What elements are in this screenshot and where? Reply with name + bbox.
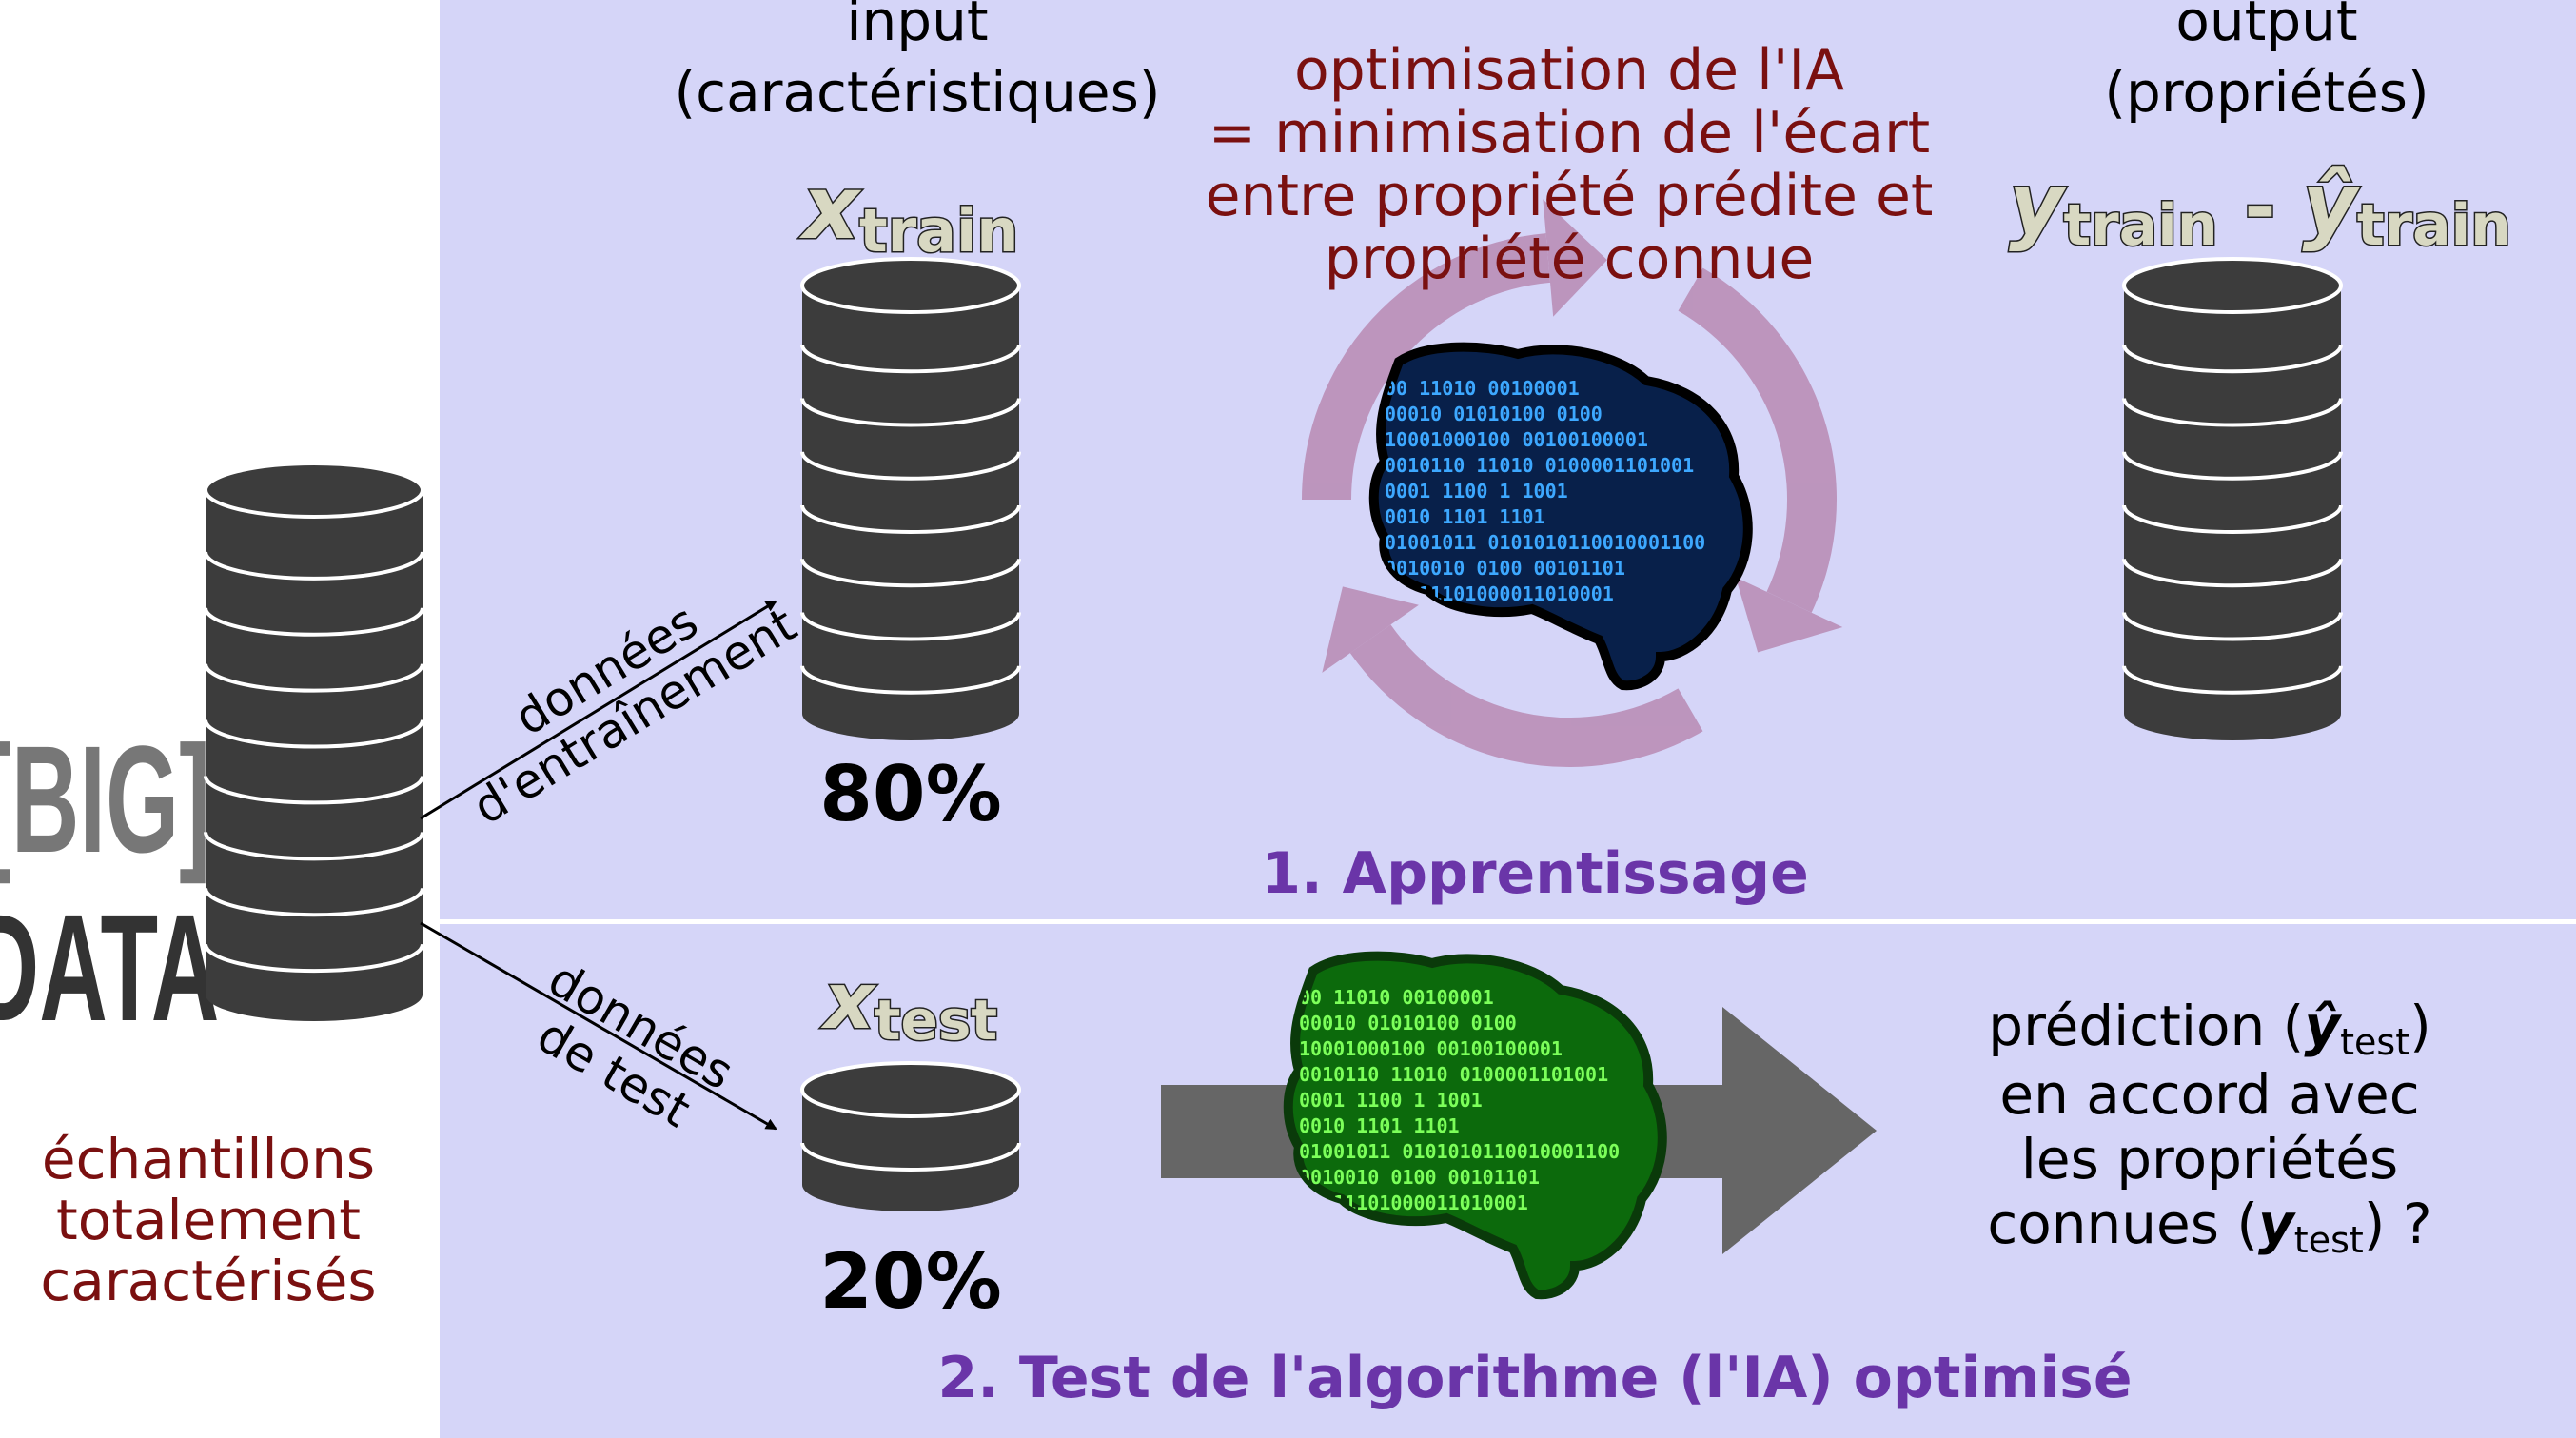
prediction-line3: les propriétés bbox=[2021, 1127, 2398, 1192]
prediction-line1: prédiction (ŷtest) bbox=[1988, 994, 2431, 1063]
input-header-line2: (caractéristiques) bbox=[675, 60, 1161, 125]
training-output-database-icon bbox=[2122, 257, 2343, 740]
optimization-cycle-icon bbox=[1302, 199, 1843, 767]
binary-digits-row: 01001011 0101010110010001100 bbox=[1385, 531, 1705, 554]
binary-digits-row: 0010 1101 1101 bbox=[1299, 1114, 1460, 1137]
test-percent: 20% bbox=[819, 1237, 1001, 1326]
test-database-icon bbox=[800, 1061, 1021, 1211]
optimisation-line4: propriété connue bbox=[1325, 226, 1815, 292]
samples-caption-line2: totalement bbox=[56, 1188, 361, 1252]
binary-digits-row: 01001011 0101010110010001100 bbox=[1299, 1140, 1620, 1163]
output-header-line2: (propriétés) bbox=[2104, 60, 2429, 125]
x-train-label: xtrain bbox=[799, 157, 1019, 266]
binary-digits-row: 0001 1100 1 1001 bbox=[1385, 480, 1568, 502]
input-header-line1: input bbox=[846, 0, 988, 53]
binary-digits-row: 00010 01010100 0100 bbox=[1299, 1012, 1517, 1034]
binary-digits-row: 10001000100 00100100001 bbox=[1299, 1037, 1563, 1060]
train-percent: 80% bbox=[819, 750, 1001, 838]
prediction-line2: en accord avec bbox=[1999, 1062, 2419, 1127]
samples-caption-line3: caractérisés bbox=[40, 1249, 376, 1313]
binary-digits-row: 0010110 11010 0100001101001 bbox=[1299, 1063, 1608, 1086]
prediction-line4: connues (ytest) ? bbox=[1987, 1192, 2431, 1261]
binary-digits-row: 10001000100 00100100001 bbox=[1385, 428, 1648, 451]
data-label: DATA bbox=[0, 883, 219, 1054]
output-header-line1: output bbox=[2175, 0, 2357, 53]
test-split-arrow bbox=[420, 921, 777, 1131]
panel-separator bbox=[440, 919, 2576, 924]
y-train-difference-label: ytrain - ŷtrain bbox=[2009, 155, 2511, 259]
big-data-database-icon bbox=[204, 462, 424, 1021]
big-label: [BIG] bbox=[0, 715, 210, 885]
binary-digits-row: 0010110 11010 0100001101001 bbox=[1385, 454, 1694, 477]
binary-digits-row: 00010 01010100 0100 bbox=[1385, 403, 1603, 425]
section-title-learning: 1. Apprentissage bbox=[1261, 840, 1809, 907]
x-test-label: xtest bbox=[820, 956, 997, 1053]
binary-digits-row: 0010010 0100 00101101 bbox=[1299, 1166, 1540, 1189]
section-title-test: 2. Test de l'algorithme (l'IA) optimisé bbox=[937, 1345, 2132, 1411]
binary-digits-row: 00 11010 00100001 bbox=[1385, 377, 1580, 400]
training-input-database-icon bbox=[800, 257, 1021, 740]
ai-brain-icon-test: 00 11010 00100001 00010 01010100 0100 1000… bbox=[1283, 951, 1667, 1300]
optimisation-line2: = minimisation de l'écart bbox=[1209, 100, 1930, 167]
samples-caption-line1: échantillons bbox=[42, 1127, 375, 1192]
training-split-arrow bbox=[420, 600, 777, 820]
optimisation-line3: entre propriété prédite et bbox=[1206, 163, 1934, 229]
binary-digits-row: 00 11010 00100001 bbox=[1299, 986, 1494, 1009]
optimisation-line1: optimisation de l'IA bbox=[1294, 37, 1844, 104]
binary-digits-row: 0010 1101 1101 bbox=[1385, 505, 1545, 528]
binary-digits-row: 0001 1100 1 1001 bbox=[1299, 1089, 1483, 1112]
binary-digits-row: 0010010 0100 00101101 bbox=[1385, 557, 1625, 580]
